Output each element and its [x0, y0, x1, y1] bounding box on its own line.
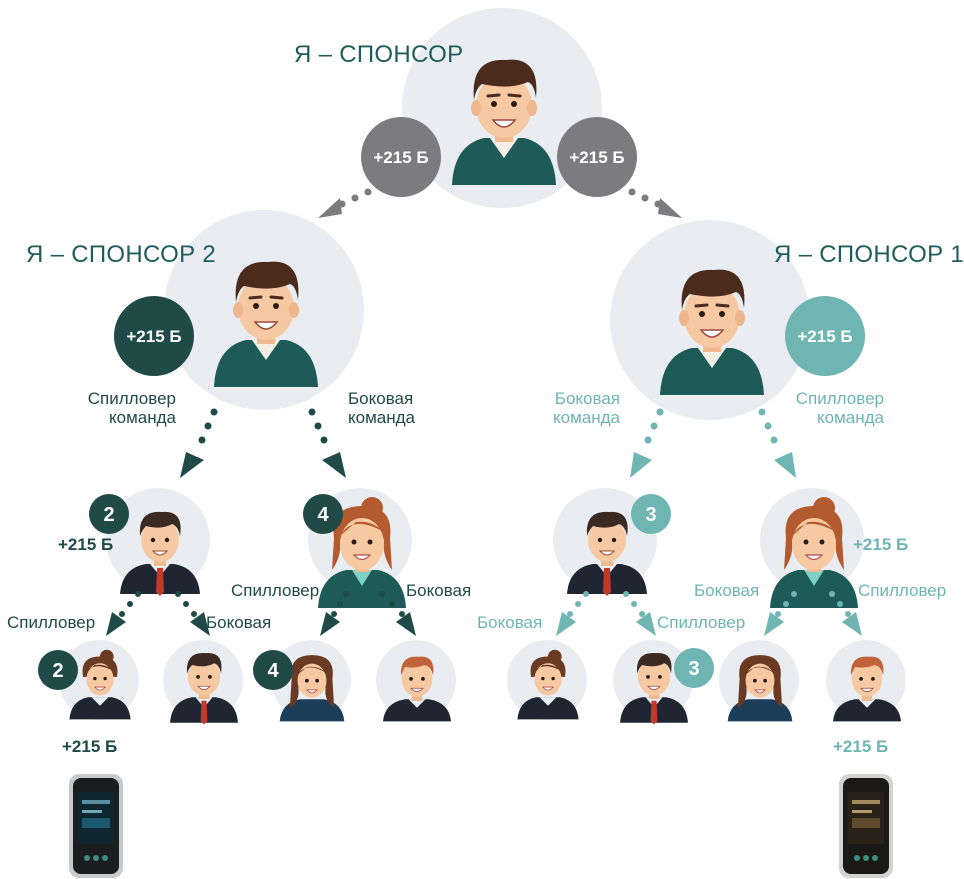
r4-points: +215 Б — [853, 535, 909, 554]
bl1-badge — [38, 650, 78, 690]
bottom-left-points: +215 Б — [62, 737, 118, 756]
r3-side-arrow — [556, 591, 589, 636]
top-left-points-badge — [361, 117, 441, 197]
r4-spill-label: Спилловер — [858, 581, 947, 600]
l1-badge — [89, 494, 129, 534]
r3-badge — [631, 494, 671, 534]
top-right-points-text: +215 Б — [569, 148, 624, 167]
l1-side-arrow — [175, 591, 210, 636]
bottom-right-points: +215 Б — [833, 737, 889, 756]
top-left-arrow — [318, 188, 372, 218]
top-left-points-text: +215 Б — [373, 148, 428, 167]
r4-side-arrow — [764, 591, 797, 636]
bl1-badge-text: 2 — [52, 660, 63, 682]
right-title: Я – СПОНСОР 1 — [774, 241, 964, 268]
left-side-arrow — [308, 408, 346, 478]
l1-points: +215 Б — [58, 535, 114, 554]
device-left — [69, 774, 123, 878]
r4-side-label: Боковая — [694, 581, 760, 600]
l1-side-label: Боковая — [206, 613, 272, 632]
left-title: Я – СПОНСОР 2 — [26, 241, 216, 268]
r3-side-label: Боковая — [477, 613, 543, 632]
l1-badge-text: 2 — [103, 504, 114, 526]
l1-spill-label: Спилловер — [7, 613, 96, 632]
l1-spill-arrow — [106, 591, 141, 636]
l2-side-arrow — [379, 591, 416, 636]
r3-spill-label: Спилловер — [657, 613, 746, 632]
left-spillover-arrow — [180, 408, 218, 478]
r3-badge-text: 3 — [645, 504, 656, 526]
right-points-badge — [785, 296, 865, 376]
top-title: Я – СПОНСОР — [294, 41, 464, 68]
r3-spill-arrow — [623, 591, 656, 636]
bl3-badge — [253, 650, 293, 690]
l2-spill-label: Спилловер — [231, 581, 320, 600]
l2-side-label: Боковая — [406, 581, 472, 600]
left-side-label: Боковая команда — [348, 389, 415, 427]
l2-badge — [303, 494, 343, 534]
right-side-label: Боковая команда — [553, 389, 620, 427]
right-side-arrow — [630, 408, 664, 478]
left-spill-label: Спилловер команда — [87, 389, 176, 427]
left-points-badge — [114, 296, 194, 376]
right-spillover-arrow — [758, 408, 796, 478]
top-right-arrow — [628, 188, 682, 218]
r4-spill-arrow — [829, 591, 862, 636]
left-points-text: +215 Б — [126, 327, 181, 346]
l2-badge-text: 4 — [317, 504, 329, 526]
br2-badge — [674, 648, 714, 688]
bl3-badge-text: 4 — [267, 660, 279, 682]
device-right — [839, 774, 893, 878]
l2-spill-arrow — [320, 591, 349, 636]
br2-badge-text: 3 — [688, 658, 699, 680]
right-points-text: +215 Б — [797, 327, 852, 346]
top-right-points-badge — [557, 117, 637, 197]
right-spill-label: Спилловер команда — [795, 389, 884, 427]
